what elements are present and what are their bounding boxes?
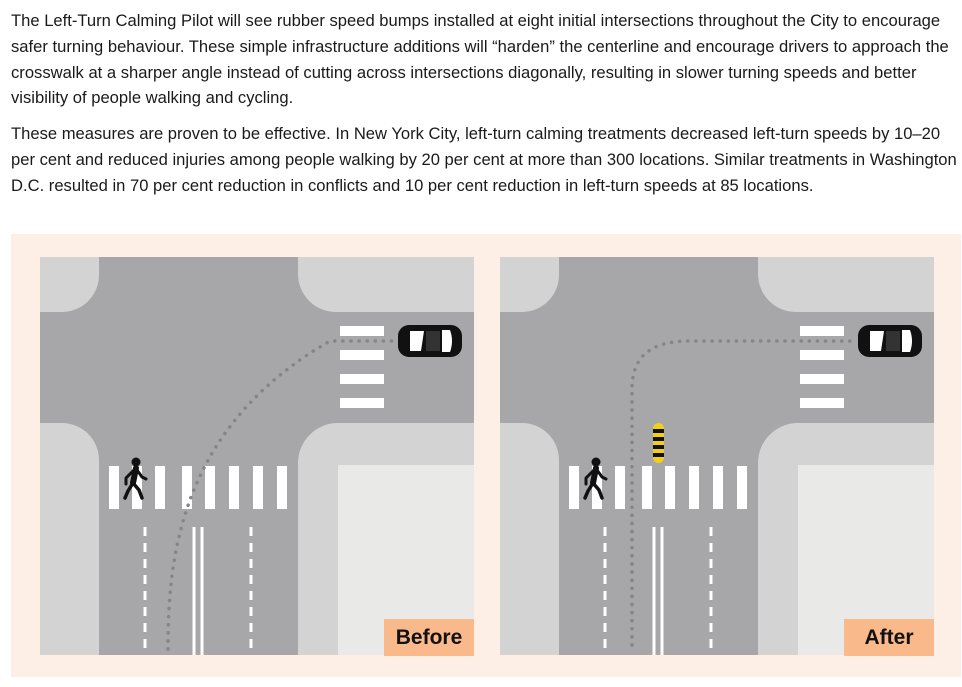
speed-bump-icon	[653, 423, 664, 463]
car-icon	[858, 325, 922, 357]
sidewalk-corner-top-left	[500, 257, 559, 312]
after-turn-path	[630, 339, 857, 647]
sidewalk-corner-top-right	[758, 257, 934, 312]
car-icon	[398, 325, 462, 357]
crosswalk-east	[340, 326, 384, 408]
sidewalk-corner-top-left	[40, 257, 99, 312]
pedestrian-icon	[123, 457, 148, 500]
before-turn-path	[166, 339, 394, 651]
crosswalk-east	[800, 326, 844, 408]
sidewalk-corner-bottom-left	[40, 423, 99, 655]
after-label: After	[844, 619, 934, 656]
before-after-figure: Before After	[11, 234, 961, 677]
lane-markings	[143, 527, 253, 655]
sidewalk-corner-top-right	[298, 257, 474, 312]
pedestrian-icon	[583, 457, 608, 500]
before-intersection-diagram	[40, 257, 474, 655]
paragraph-evidence: These measures are proven to be effectiv…	[11, 124, 957, 195]
article-text: The Left-Turn Calming Pilot will see rub…	[11, 8, 957, 199]
before-label: Before	[384, 619, 474, 656]
after-intersection-diagram	[500, 257, 934, 655]
sidewalk-corner-bottom-left	[500, 423, 559, 655]
lane-markings	[603, 527, 713, 655]
paragraph-intro: The Left-Turn Calming Pilot will see rub…	[11, 11, 949, 108]
